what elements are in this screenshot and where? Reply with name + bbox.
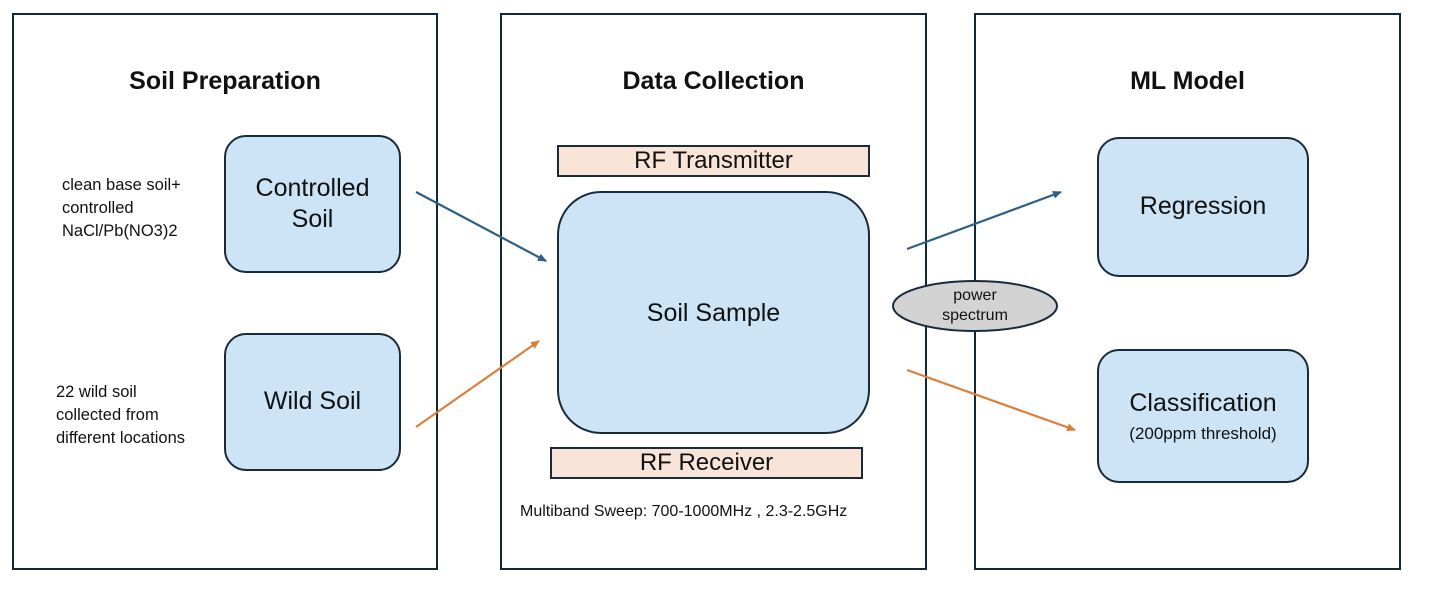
- controlled-soil-node: Controlled Soil: [224, 135, 401, 273]
- soil-preparation-title: Soil Preparation: [129, 67, 321, 95]
- controlled-soil-label: Controlled: [255, 173, 370, 202]
- classification-label: Classification: [1129, 388, 1277, 417]
- ml-model-title: ML Model: [1130, 67, 1245, 95]
- power-spectrum-line: spectrum: [942, 307, 1008, 324]
- classification-threshold: (200ppm threshold): [1129, 424, 1277, 443]
- arrow-sample-to-classification: [906, 368, 1076, 432]
- regression-label: Regression: [1139, 192, 1267, 221]
- wild-note-line: collected from: [56, 406, 159, 424]
- wild-soil-node: Wild Soil: [224, 333, 401, 471]
- classification-node: Classification (200ppm threshold): [1097, 349, 1309, 483]
- controlled-note-line: NaCl/Pb(NO3)2: [62, 222, 178, 240]
- controlled-soil-note: clean base soil+ controlled NaCl/Pb(NO3)…: [62, 174, 181, 243]
- regression-node: Regression: [1097, 137, 1309, 277]
- wild-soil-label: Wild Soil: [263, 387, 362, 416]
- soil-preparation-panel: Soil Preparation: [12, 13, 438, 570]
- rf-receiver: RF Receiver: [550, 447, 863, 479]
- controlled-note-line: controlled: [62, 199, 134, 217]
- controlled-note-line: clean base soil+: [62, 176, 181, 194]
- power-spectrum-line: power: [953, 287, 997, 304]
- rf-transmitter: RF Transmitter: [557, 145, 870, 177]
- arrow-sample-to-regression: [906, 190, 1062, 251]
- wild-note-line: 22 wild soil: [56, 383, 137, 401]
- data-collection-title: Data Collection: [622, 67, 805, 95]
- arrow-controlled-to-sample: [415, 191, 547, 262]
- soil-sample-node: Soil Sample: [557, 191, 870, 434]
- wild-soil-note: 22 wild soil collected from different lo…: [56, 381, 185, 450]
- soil-sample-label: Soil Sample: [646, 299, 781, 327]
- multiband-sweep-note: Multiband Sweep: 700-1000MHz , 2.3-2.5GH…: [520, 503, 848, 520]
- controlled-soil-label: Soil: [291, 205, 334, 233]
- power-spectrum-label: power spectrum: [895, 286, 1055, 326]
- power-spectrum-ellipse: [892, 280, 1058, 332]
- arrow-wild-to-sample: [415, 340, 540, 428]
- wild-note-line: different locations: [56, 429, 186, 447]
